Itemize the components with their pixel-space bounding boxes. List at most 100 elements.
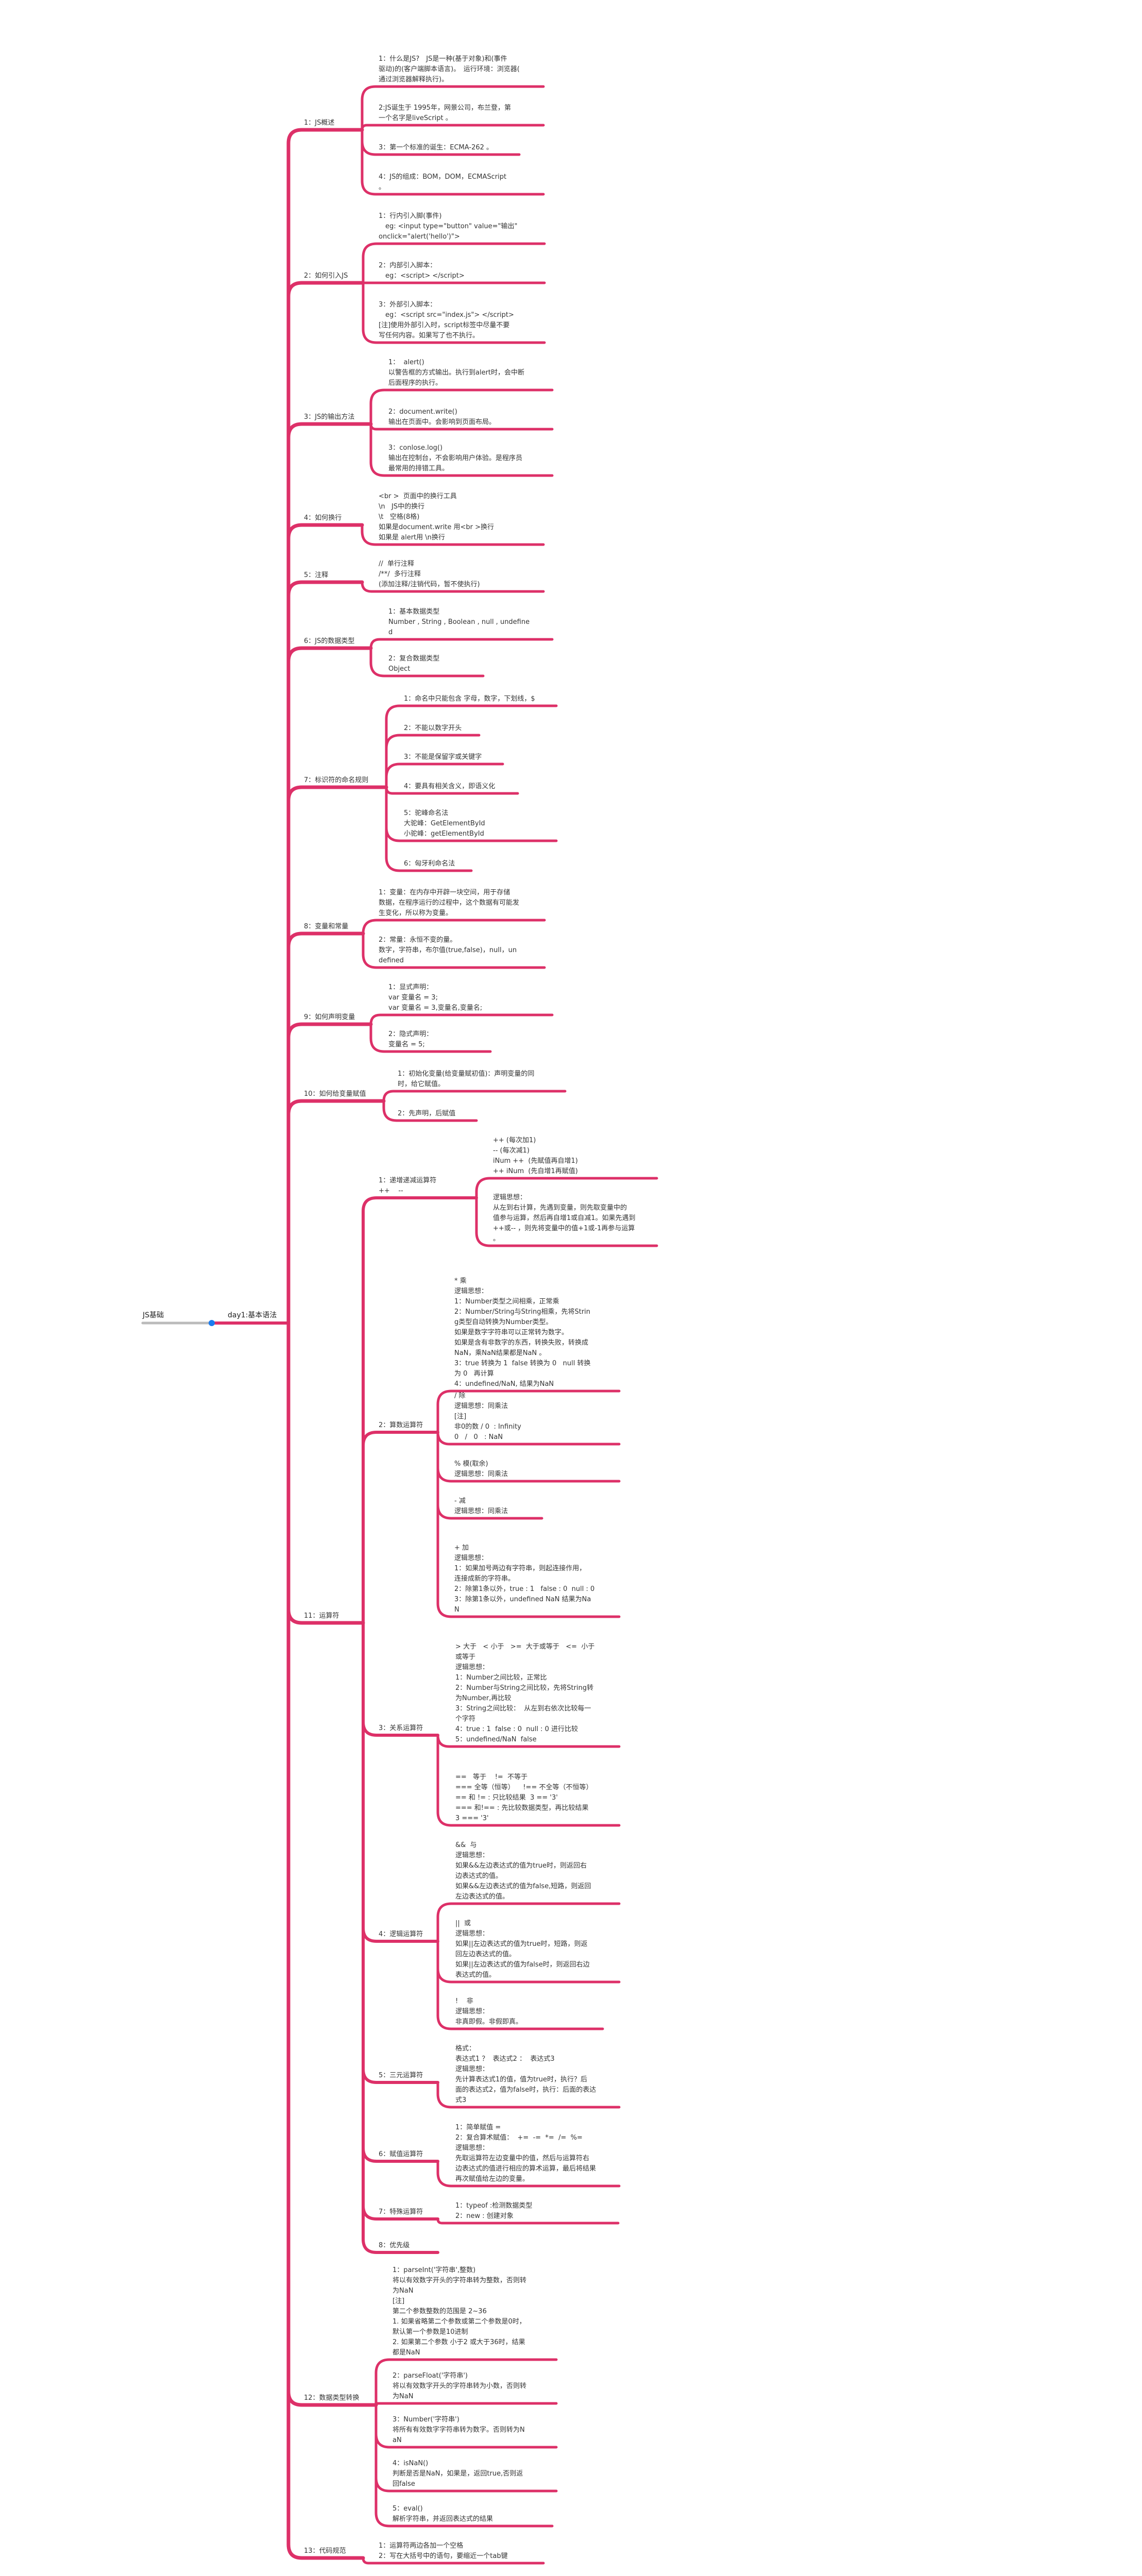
day1-node-label[interactable]: day1:基本语法 xyxy=(228,1311,277,1319)
item-branch-line xyxy=(475,1196,658,1247)
topic-note[interactable]: 4：要具有相关含义，即语义化 xyxy=(404,783,496,790)
section-title[interactable]: 13：代码规范 xyxy=(304,2547,346,2555)
topic-note[interactable]: 3：Number('字符串') 将所有有效数字字符串转为数字。否则转为N aN xyxy=(393,2416,525,2444)
subsection-title[interactable]: 4：逻辑运算符 xyxy=(379,1930,423,1938)
topic-note[interactable]: 1： alert() 以警告框的方式输出。执行到alert时，会中断 后面程序的… xyxy=(388,359,525,387)
topic-note[interactable]: // 单行注释 /**/ 多行注释 (添加注释/注销代码，暂不使执行) xyxy=(379,560,480,588)
topic-note[interactable]: 1：变量：在内存中开辟一块空间，用于存储 数据，在程序运行的过程中，这个数据有可… xyxy=(379,889,520,917)
topic-note[interactable]: % 模(取余) 逻辑思想：同乘法 xyxy=(454,1460,508,1478)
topic-note[interactable]: 格式： 表达式1 ？ 表达式2 ： 表达式3 逻辑思想： 先计算表达式1的值，值… xyxy=(455,2045,596,2104)
section-branch-line xyxy=(286,931,365,1325)
topic-note[interactable]: 1：什么是JS? JS是一种(基于对象)和(事件 驱动)的(客户端脚本语言)。 … xyxy=(379,55,520,83)
topic-note[interactable]: 2：复合数据类型 Object xyxy=(388,655,440,673)
topic-note[interactable]: + 加 逻辑思想： 1：如果加号两边有字符串，则起连接作用， 连接成新的字符串。… xyxy=(454,1544,595,1614)
topic-note[interactable]: 4：JS的组成：BOM，DOM，ECMAScript 。 xyxy=(379,173,507,191)
item-branch-line xyxy=(361,128,545,196)
item-branch-line xyxy=(436,1902,621,1943)
section-branch-line xyxy=(286,1099,386,1325)
section-title[interactable]: 5：注释 xyxy=(304,571,329,579)
topic-note[interactable]: 2：parseFloat('字符串') 将以有效数字开头的字符串转为小数，否则转… xyxy=(393,2372,527,2400)
topic-note[interactable]: / 除 逻辑思想：同乘法 [注] 非0的数 / 0 : Infinity 0 /… xyxy=(454,1392,521,1441)
topic-note[interactable]: 3：外部引入脚本： eg：<script src="index.js"> </s… xyxy=(379,301,514,340)
item-branch-line xyxy=(385,786,473,872)
topic-note[interactable]: 1：基本数据类型 Number , String , Boolean , nul… xyxy=(388,608,530,636)
subsection-branch-line xyxy=(362,1621,439,2254)
topic-note[interactable]: <br > 页面中的换行工具 \n JS中的换行 \t 空格(8格) 如果是do… xyxy=(379,493,495,541)
subsection-title[interactable]: 6：赋值运算符 xyxy=(379,2150,423,2158)
subsection-branch-line xyxy=(362,1621,439,2221)
section-title[interactable]: 2：如何引入JS xyxy=(304,272,348,280)
subsection-title[interactable]: 2：算数运算符 xyxy=(379,1421,423,1429)
topic-note[interactable]: 1：初始化变量(给变量赋初值)：声明变量的同 时，给它赋值。 xyxy=(398,1070,535,1088)
collapse-toggle-icon[interactable] xyxy=(209,1320,215,1326)
subsection-branch-line xyxy=(362,1196,478,1624)
topic-note[interactable]: || 或 逻辑思想： 如果||左边表达式的值为true时，短路，则返 回左边表达… xyxy=(455,1920,590,1979)
section-title[interactable]: 3：JS的输出方法 xyxy=(304,413,355,421)
section-title[interactable]: 10：如何给变量赋值 xyxy=(304,1090,366,1098)
item-branch-line xyxy=(369,1013,554,1026)
topic-note[interactable]: 5：驼峰命名法 大驼峰：GetElementById 小驼峰：getElemen… xyxy=(404,809,485,838)
subsection-title[interactable]: 7：特殊运算符 xyxy=(379,2208,423,2216)
topic-note[interactable]: == 等于 != 不等于 === 全等（恒等） !== 不全等（不恒等） == … xyxy=(455,1773,593,1822)
topic-note[interactable]: 1：typeof :检测数据类型 2：new : 创建对象 xyxy=(455,2202,533,2220)
item-branch-line xyxy=(361,124,545,131)
subsection-title[interactable]: 3：关系运算符 xyxy=(379,1724,423,1732)
topic-note[interactable]: 2：document.write() 输出在页面中。会影响到页面布局。 xyxy=(388,408,496,426)
item-branch-line xyxy=(362,2556,545,2565)
topic-note[interactable]: 1：简单赋值 = 2：复合算术赋值： += -= *= /= %= 逻辑思想： … xyxy=(455,2124,596,2183)
item-branch-line xyxy=(361,85,545,131)
item-branch-line xyxy=(436,1940,604,2030)
topic-note[interactable]: > 大于 < 小于 >= 大于或等于 <= 小于 或等于 逻辑思想： 1：Num… xyxy=(455,1643,595,1743)
topic-note[interactable]: ++ (每次加1) -- (每次减1) iNum ++ (先赋值再自增1) ++… xyxy=(493,1137,578,1175)
section-title[interactable]: 6：JS的数据类型 xyxy=(304,637,355,645)
item-branch-line xyxy=(369,422,554,477)
section-title[interactable]: 12：数据类型转换 xyxy=(304,2394,360,2402)
topic-note[interactable]: 5：eval() 解析字符串，并返回表达式的结果 xyxy=(393,2505,493,2523)
root-node-label[interactable]: JS基础 xyxy=(143,1311,164,1319)
item-branch-line xyxy=(369,638,554,650)
topic-note[interactable]: 1：命名中只能包含 字母，数字，下划线，$ xyxy=(404,695,535,703)
topic-note[interactable]: 2：先声明，后赋值 xyxy=(398,1110,456,1117)
subsection-branch-line xyxy=(362,1621,439,1737)
section-branch-line xyxy=(286,1321,365,2560)
topic-note[interactable]: 6：匈牙利命名法 xyxy=(404,860,455,868)
subsection-title[interactable]: 5：三元运算符 xyxy=(379,2072,423,2079)
subsection-title[interactable]: 1：递增递减运算符 ++ -- xyxy=(379,1177,437,1195)
topic-note[interactable]: 4：isNaN() 判断是否是NaN，如果是，返回true,否则返 回false xyxy=(393,2460,523,2488)
section-branch-line xyxy=(286,785,388,1325)
section-title[interactable]: 1：JS概述 xyxy=(304,119,335,127)
topic-note[interactable]: 2：隐式声明： 变量名 = 5; xyxy=(388,1030,433,1048)
topic-note[interactable]: * 乘 逻辑思想： 1：Number类型之间相乘，正常乘 2：Number/St… xyxy=(454,1277,591,1388)
section-title[interactable]: 4：如何换行 xyxy=(304,514,342,522)
topic-note[interactable]: 1：parseInt('字符串',整数) 将以有效数字开头的字符串转为整数，否则… xyxy=(393,2266,527,2357)
topic-note[interactable]: - 减 逻辑思想：同乘法 xyxy=(454,1497,508,1515)
section-title[interactable]: 7：标识符的命名规则 xyxy=(304,776,369,784)
topic-note[interactable]: 1：行内引入脚(事件) eg: <input type="button" val… xyxy=(379,212,518,241)
section-title[interactable]: 9：如何声明变量 xyxy=(304,1013,355,1021)
topic-note[interactable]: 逻辑思想： 从左到右计算，先遇到变量，则先取变量中的 值参与运算，然后再自增1或… xyxy=(493,1194,636,1243)
item-branch-line xyxy=(374,2403,554,2528)
item-branch-line xyxy=(362,919,546,935)
topic-note[interactable]: 2：内部引入脚本： eg：<script> </script> xyxy=(379,262,465,280)
section-title[interactable]: 8：变量和常量 xyxy=(304,923,349,930)
topic-note[interactable]: && 与 逻辑思想： 如果&&左边表达式的值为true时，则返回右 边表达式的值… xyxy=(455,1841,591,1901)
topic-note[interactable]: 2:JS诞生于 1995年，网景公司，布兰登，第 一个名字是liveScript… xyxy=(379,104,511,122)
item-branch-line xyxy=(362,281,546,344)
section-branch-line xyxy=(286,128,364,1325)
item-branch-line xyxy=(362,932,546,969)
topic-note[interactable]: 3：conlose.log() 输出在控制台，不会影响用户体验。是程序员 最常用… xyxy=(388,444,523,472)
topic-note[interactable]: 1：显式声明： var 变量名 = 3; var 变量名 = 3,变量名,变量名… xyxy=(388,984,483,1012)
topic-note[interactable]: 3：第一个标准的诞生：ECMA-262 。 xyxy=(379,144,493,151)
topic-note[interactable]: 1：运算符两边各加一个空格 2：写在大括号中的语句，要缩近一个tab键 xyxy=(379,2542,508,2560)
topic-note[interactable]: ! 非 逻辑思想： 非真即假。非假即真。 xyxy=(455,1997,523,2026)
item-branch-line xyxy=(436,2217,620,2225)
topic-note[interactable]: 3：不能是保留字或关键字 xyxy=(404,753,482,761)
section-branch-line xyxy=(286,646,373,1325)
topic-note[interactable]: 2：不能以数字开头 xyxy=(404,724,462,732)
section-title[interactable]: 11：运算符 xyxy=(304,1612,339,1620)
topic-note[interactable]: 2：常量：永恒不变的量。 数字，字符串，布尔值(true,false)，null… xyxy=(379,936,517,964)
subsection-title[interactable]: 8：优先级 xyxy=(379,2242,410,2249)
item-branch-line xyxy=(361,581,545,593)
